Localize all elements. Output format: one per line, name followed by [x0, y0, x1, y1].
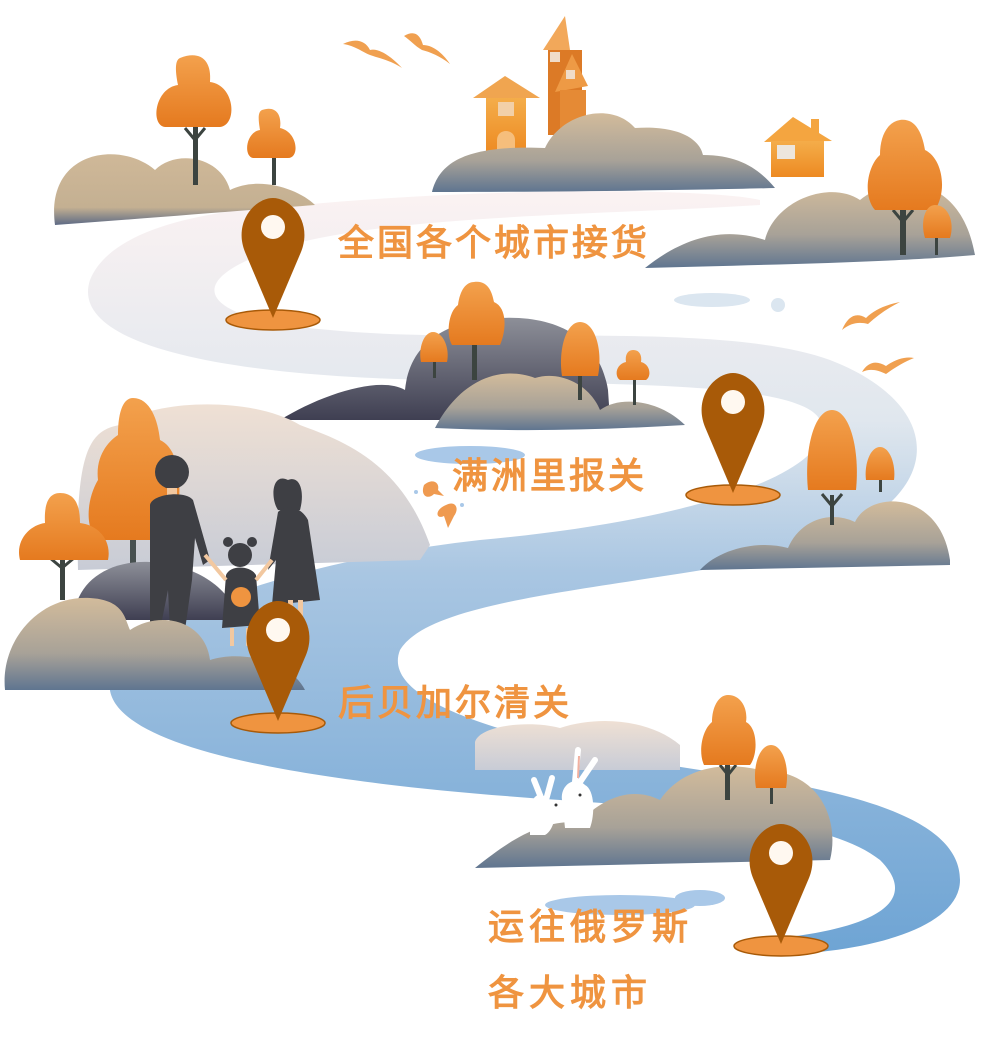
- tree-icon: [19, 493, 109, 600]
- top-left-hills: [54, 55, 315, 225]
- bird-icon: [343, 33, 450, 68]
- map-pin-icon: [225, 198, 321, 331]
- tree-icon: [448, 281, 505, 380]
- bottom-hills: [475, 695, 833, 868]
- map-pin-icon: [733, 824, 829, 957]
- bird-icon: [842, 302, 914, 374]
- family-icon: [150, 455, 320, 646]
- step-1-label: 全国各个城市接货: [338, 223, 651, 264]
- tree-icon: [701, 695, 756, 800]
- fish-icon: [414, 481, 464, 528]
- map-pin-icon: [230, 601, 326, 734]
- top-center-hill: [432, 16, 775, 192]
- top-right-hills: [645, 117, 975, 268]
- step-2-label: 满洲里报关: [452, 456, 648, 497]
- tree-icon: [616, 350, 650, 405]
- house-icon: [473, 76, 540, 154]
- step-3-label: 后贝加尔清关: [338, 683, 573, 724]
- tree-icon: [865, 447, 895, 492]
- rabbit-icon: [530, 747, 598, 835]
- step-4-label-line2: 各大城市: [488, 973, 653, 1014]
- right-mid-hills: [700, 410, 950, 570]
- tree-icon: [560, 322, 600, 400]
- middle-hills: [280, 281, 685, 431]
- map-pin-icon: [685, 373, 781, 506]
- family-scene: [4, 398, 431, 690]
- tree-icon: [867, 119, 943, 255]
- tree-icon: [923, 205, 952, 255]
- tree-icon: [420, 332, 448, 378]
- tree-icon: [156, 55, 232, 185]
- house-icon: [764, 117, 832, 177]
- tree-icon: [807, 410, 857, 525]
- tree-icon: [754, 745, 788, 804]
- tree-icon: [247, 108, 296, 185]
- step-4-label-line1: 运往俄罗斯: [488, 907, 694, 948]
